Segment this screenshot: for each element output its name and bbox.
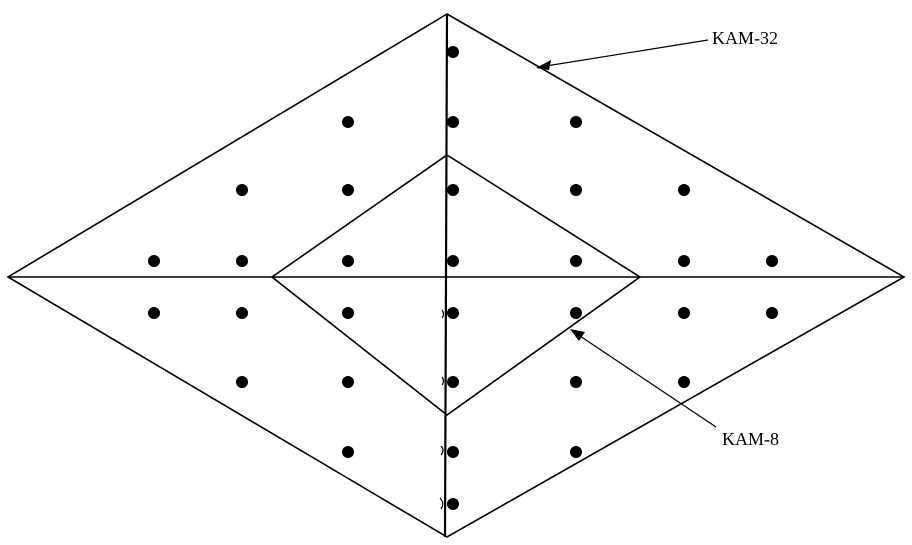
point — [236, 307, 248, 319]
axis-mark — [439, 497, 444, 510]
point — [342, 255, 354, 267]
point — [447, 307, 459, 319]
point — [447, 116, 459, 128]
vertical-axis — [443, 13, 449, 538]
kam32-arrow — [536, 39, 709, 70]
point — [447, 184, 459, 196]
point — [342, 184, 354, 196]
constellation-points — [148, 46, 778, 510]
axis-mark — [441, 309, 445, 319]
axis-mark — [441, 376, 445, 386]
kam8-arrow — [570, 329, 717, 428]
point — [447, 376, 459, 388]
point — [678, 184, 690, 196]
point — [236, 255, 248, 267]
point — [570, 184, 582, 196]
point — [447, 498, 459, 510]
point — [678, 307, 690, 319]
point — [678, 376, 690, 388]
point — [766, 255, 778, 267]
point — [678, 255, 690, 267]
point — [447, 255, 459, 267]
point — [570, 116, 582, 128]
point — [236, 184, 248, 196]
point — [570, 307, 582, 319]
axis-marks — [439, 309, 445, 510]
kam32-label: KAM-32 — [712, 28, 778, 48]
point — [342, 446, 354, 458]
inner-diamond — [270, 154, 642, 417]
point — [447, 446, 459, 458]
point — [570, 255, 582, 267]
outer-diamond — [6, 13, 906, 538]
point — [236, 376, 248, 388]
axis-mark — [440, 445, 444, 456]
point — [570, 446, 582, 458]
point — [342, 376, 354, 388]
point — [570, 376, 582, 388]
point — [342, 307, 354, 319]
point — [447, 46, 459, 58]
point — [766, 307, 778, 319]
point — [342, 116, 354, 128]
kam8-label: KAM-8 — [722, 429, 779, 449]
point — [148, 307, 160, 319]
point — [148, 255, 160, 267]
